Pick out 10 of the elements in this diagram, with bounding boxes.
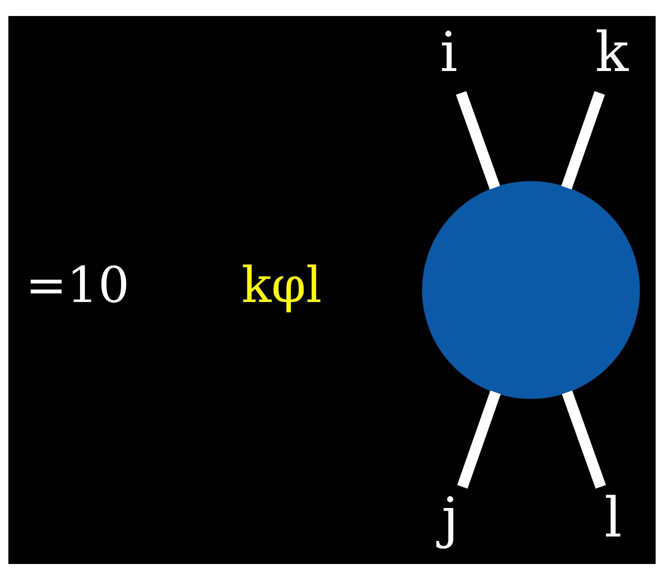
node-text: k (595, 20, 628, 84)
label: =10 (25, 256, 130, 314)
label: kφl (242, 256, 322, 314)
node-circle (422, 181, 640, 399)
connector (561, 91, 605, 190)
node-text: l (604, 486, 622, 550)
connector (456, 91, 500, 190)
node-text: i (440, 20, 458, 84)
connector (562, 390, 606, 489)
connector (457, 390, 501, 489)
